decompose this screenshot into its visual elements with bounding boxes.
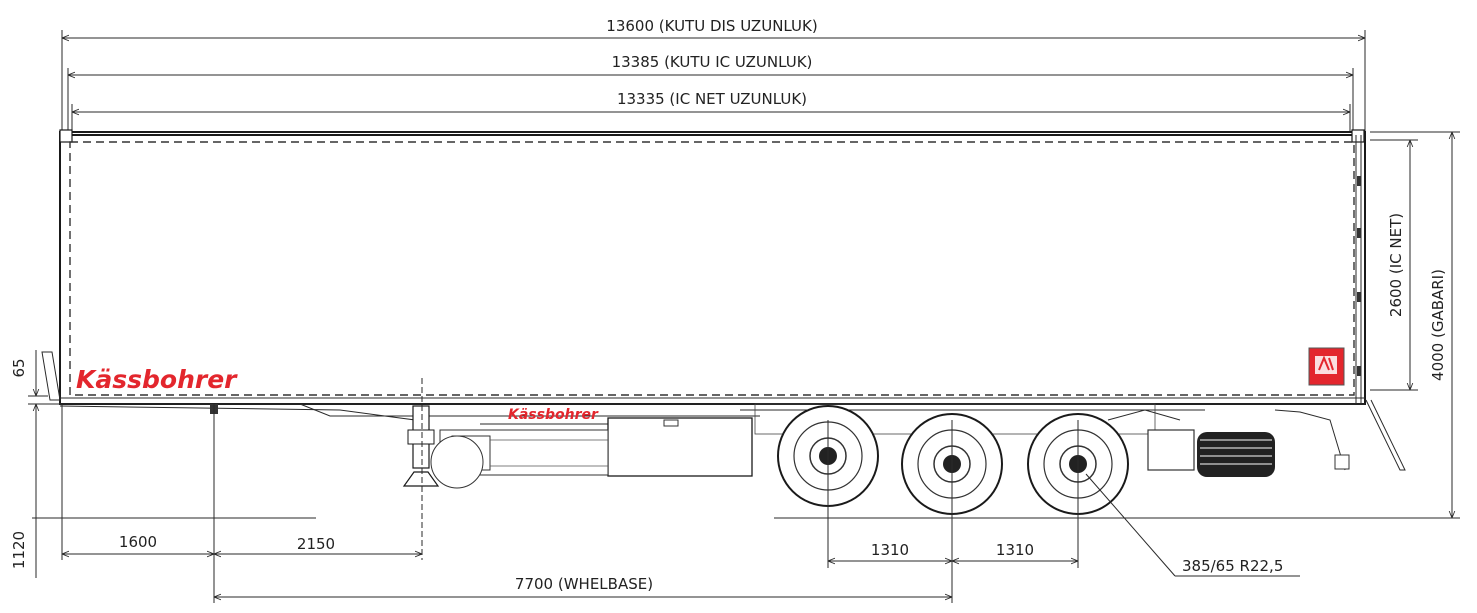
inner-length-label: 13385 (KUTU IC UZUNLUK): [612, 53, 813, 71]
dim-outer-length: 13600 (KUTU DIS UZUNLUK): [61, 17, 1366, 132]
kingpin-to-landing-gear-label: 2150: [297, 535, 335, 553]
tire-size-label: 385/65 R22,5: [1182, 557, 1283, 575]
coupling-height-label: 1120: [10, 531, 28, 569]
dim-axle-spacing: 1310 1310: [827, 420, 1079, 603]
brand-logo-main: Kässbohrer: [76, 365, 238, 394]
dim-inner-height: 2600 (IC NET): [1370, 139, 1418, 391]
net-length-label: 13335 (IC NET UZUNLUK): [617, 90, 807, 108]
trailer-chassis: [42, 399, 1406, 489]
dim-overall-height: 4000 (GABARI): [1370, 131, 1460, 518]
front-overhang-height-label: 65: [10, 358, 28, 377]
front-to-kingpin-label: 1600: [119, 533, 157, 551]
dim-front-overhang-height: 65: [10, 350, 48, 397]
trailer-box: [59, 129, 1366, 405]
landing-gear: [402, 405, 440, 487]
dim-kingpin-to-landing-gear: 2150: [214, 378, 423, 560]
dim-inner-length: 13385 (KUTU IC UZUNLUK): [67, 53, 1354, 132]
dim-coupling-height: 1120: [10, 404, 36, 578]
dim-front-to-kingpin: 1600: [61, 404, 215, 603]
overall-height-label: 4000 (GABARI): [1429, 269, 1447, 381]
outer-length-label: 13600 (KUTU DIS UZUNLUK): [606, 17, 817, 35]
wheelbase-label: 7700 (WHELBASE): [515, 575, 653, 593]
dim-net-length: 13335 (IC NET UZUNLUK): [71, 90, 1351, 132]
brand-logo-chassis: Kässbohrer: [508, 407, 599, 423]
brand-badge-icon: [1308, 347, 1345, 386]
tire-callout: 385/65 R22,5: [1085, 473, 1300, 577]
axle-spacing-1-label: 1310: [871, 541, 909, 559]
dim-wheelbase: 7700 (WHELBASE): [214, 575, 952, 597]
inner-height-label: 2600 (IC NET): [1387, 213, 1405, 317]
axle-spacing-2-label: 1310: [996, 541, 1034, 559]
